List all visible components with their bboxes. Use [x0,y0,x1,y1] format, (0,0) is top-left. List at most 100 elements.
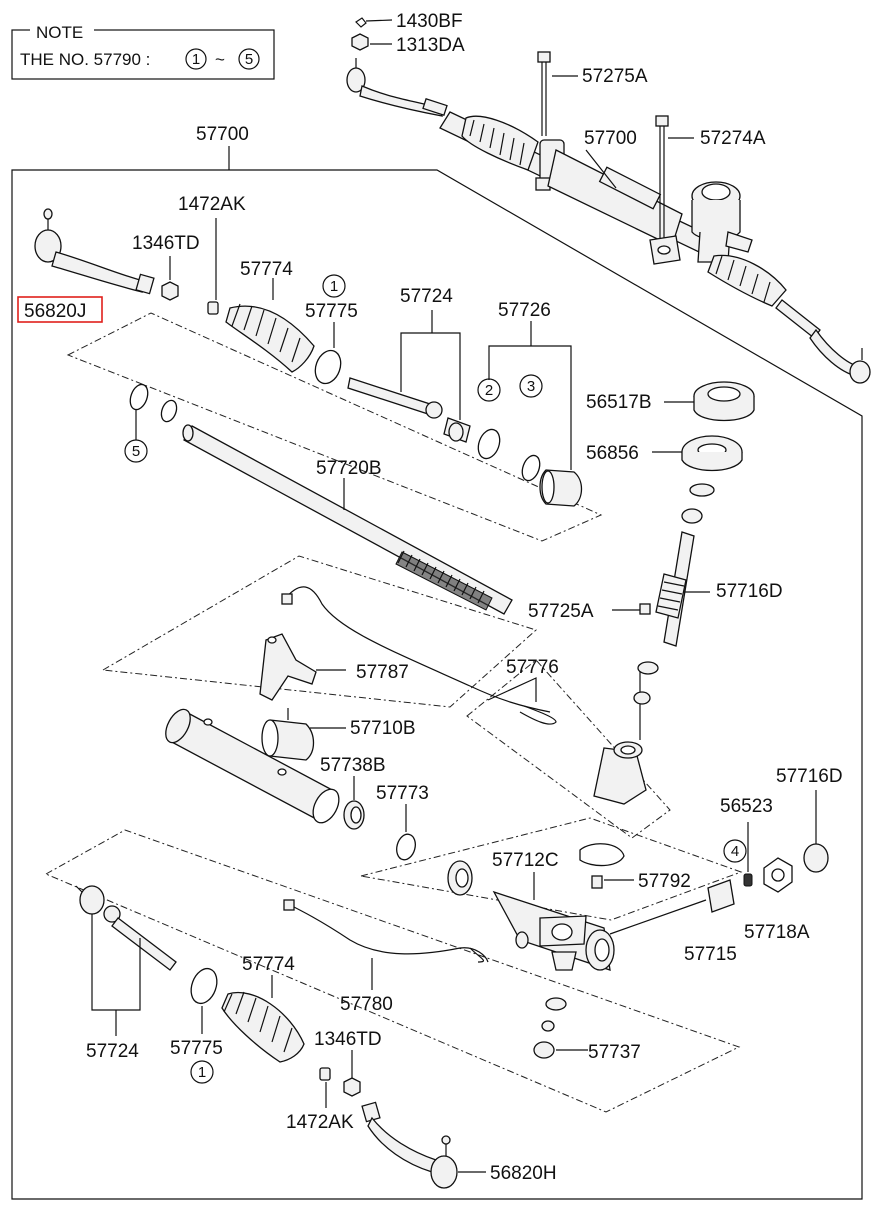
label-57720B: 57720B [316,458,382,479]
group-region-valve [466,659,671,839]
note-circle-end [238,48,260,70]
svg-text:5: 5 [132,443,140,460]
circled-1-top: 1 [322,274,346,298]
label-57710B: 57710B [350,718,416,739]
spring-56523[interactable] [743,873,753,887]
label-56820J[interactable]: 56820J [24,301,86,322]
rack-bushing-57726[interactable] [539,469,583,507]
oring-57773[interactable] [394,832,418,862]
label-57774-bottom: 57774 [242,954,295,975]
circled-4: 4 [723,839,747,863]
label-57724-top: 57724 [400,286,453,307]
label-57716D-right: 57716D [776,766,843,787]
label-57724-bottom: 57724 [86,1041,139,1062]
oring-5a[interactable] [127,382,151,412]
label-57275A: 57275A [582,66,648,87]
label-57780: 57780 [340,994,393,1015]
label-1346TD-top: 1346TD [132,233,200,254]
label-1472AK-bottom: 1472AK [286,1112,354,1133]
boot-57774-bottom[interactable] [221,975,305,1063]
oring-2[interactable] [474,426,503,461]
note-box: NOTE THE NO. 57790 : 1 ~ 5 [11,22,275,80]
group-region-innerrod [44,829,741,1113]
note-circle-start [185,48,207,70]
label-57738B: 57738B [320,755,386,776]
plug-57725A[interactable] [639,603,651,615]
label-1346TD-bottom: 1346TD [314,1029,382,1050]
clip-1472AK-top[interactable] [207,301,219,315]
svg-text:1: 1 [198,1064,206,1081]
clip-1472AK-bottom[interactable] [319,1067,331,1081]
leader-57726 [488,345,572,470]
note-range-sep: ~ [215,50,225,69]
label-57776: 57776 [506,657,559,678]
label-57274A: 57274A [700,128,766,149]
pinion-shaft-57716D[interactable] [655,531,710,647]
plug-57737[interactable] [533,1041,555,1059]
circled-5: 5 [124,439,148,463]
clamp-ring-57775-top[interactable] [311,347,345,387]
svg-text:2: 2 [485,382,493,399]
label-57737: 57737 [588,1042,641,1063]
label-57715: 57715 [684,944,737,965]
note-text: THE NO. 57790 : [20,50,150,69]
gasket[interactable] [579,843,625,867]
pipe-57776[interactable] [281,586,557,725]
bearing-56856[interactable] [652,435,743,472]
label-57712C: 57712C [492,850,559,871]
boot-57774-top[interactable] [225,278,315,373]
svg-text:3: 3 [527,378,535,395]
pipe-57780[interactable] [283,899,489,990]
nut-1346TD-bottom[interactable] [343,1077,361,1097]
sleeve-57710B[interactable] [261,708,346,761]
tie-rod-end-56820H[interactable] [361,1101,486,1189]
assembled-steering-gear [346,17,871,384]
tie-rod-end-56820J[interactable] [34,208,155,295]
yoke-57715[interactable] [609,879,735,935]
note-range-start: 1 [192,51,200,68]
inner-tie-rod-57724-bottom[interactable] [75,885,177,971]
leader-57724-top [400,332,461,420]
label-57774-top: 57774 [240,259,293,280]
label-1313DA: 1313DA [396,35,465,56]
label-57725A: 57725A [528,601,594,622]
label-57792: 57792 [638,871,691,892]
label-57787: 57787 [356,662,409,683]
assembly-boundary [11,169,863,1200]
label-57775-top: 57775 [305,301,358,322]
seal-56517B[interactable] [664,381,755,422]
cylinder-tube[interactable] [161,705,344,827]
label-57775-bottom: 57775 [170,1038,223,1059]
seal-bottom-2[interactable] [541,1020,555,1032]
cap-57716D-right[interactable] [803,790,829,873]
bracket-57787[interactable] [259,633,346,701]
seal-ring-housing[interactable] [447,860,473,896]
oring-5b[interactable] [159,398,180,423]
pinion-ring-1[interactable] [689,483,715,497]
nut-1346TD-top[interactable] [161,281,179,301]
label-1472AK-top: 1472AK [178,194,246,215]
label-56856: 56856 [586,443,639,464]
rack-bar-57720B[interactable] [182,424,513,615]
note-title: NOTE [36,23,83,42]
seal-57738B[interactable] [343,776,365,830]
screw-57792[interactable] [591,875,603,889]
valve-housing[interactable] [593,661,659,805]
oring-3[interactable] [519,453,543,483]
circled-1-bottom: 1 [190,1060,214,1084]
group-region-rack [66,312,603,542]
circled-3: 3 [519,374,543,398]
gear-housing-57712C[interactable] [492,872,615,971]
label-57700-top: 57700 [196,124,249,145]
inner-tie-rod-57724-top[interactable] [347,377,471,443]
clamp-ring-57775-bottom[interactable] [187,965,222,1007]
pinion-ring-2[interactable] [681,508,703,524]
svg-text:4: 4 [731,843,739,860]
circled-2: 2 [477,378,501,402]
label-57773: 57773 [376,783,429,804]
svg-text:1: 1 [330,278,338,295]
seal-bottom-1[interactable] [545,997,567,1011]
label-56820H: 56820H [490,1163,557,1184]
label-57726: 57726 [498,300,551,321]
label-57716D-mid: 57716D [716,581,783,602]
